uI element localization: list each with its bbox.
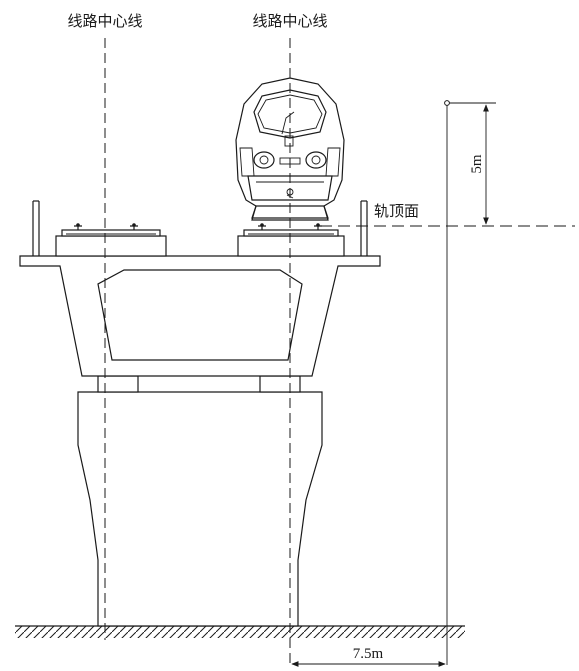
offset-dimension: 7.5m	[291, 646, 446, 667]
left-bearing	[97, 375, 139, 393]
pier	[77, 391, 323, 627]
parapet-right	[360, 200, 368, 256]
ground	[15, 625, 465, 638]
left-track	[55, 223, 167, 257]
reference-point	[444, 100, 496, 665]
right-centerline-label: 线路中心线	[252, 12, 327, 30]
rail-top-label: 轨顶面	[374, 202, 419, 220]
right-bearing	[259, 375, 301, 393]
offset-dimension-label: 7.5m	[353, 646, 384, 662]
height-dimension: 5m	[469, 104, 489, 225]
box-girder	[19, 255, 381, 377]
parapet-left	[32, 200, 40, 256]
right-track	[237, 223, 345, 257]
left-centerline-label: 线路中心线	[67, 12, 142, 30]
height-dimension-label: 5m	[469, 154, 485, 174]
